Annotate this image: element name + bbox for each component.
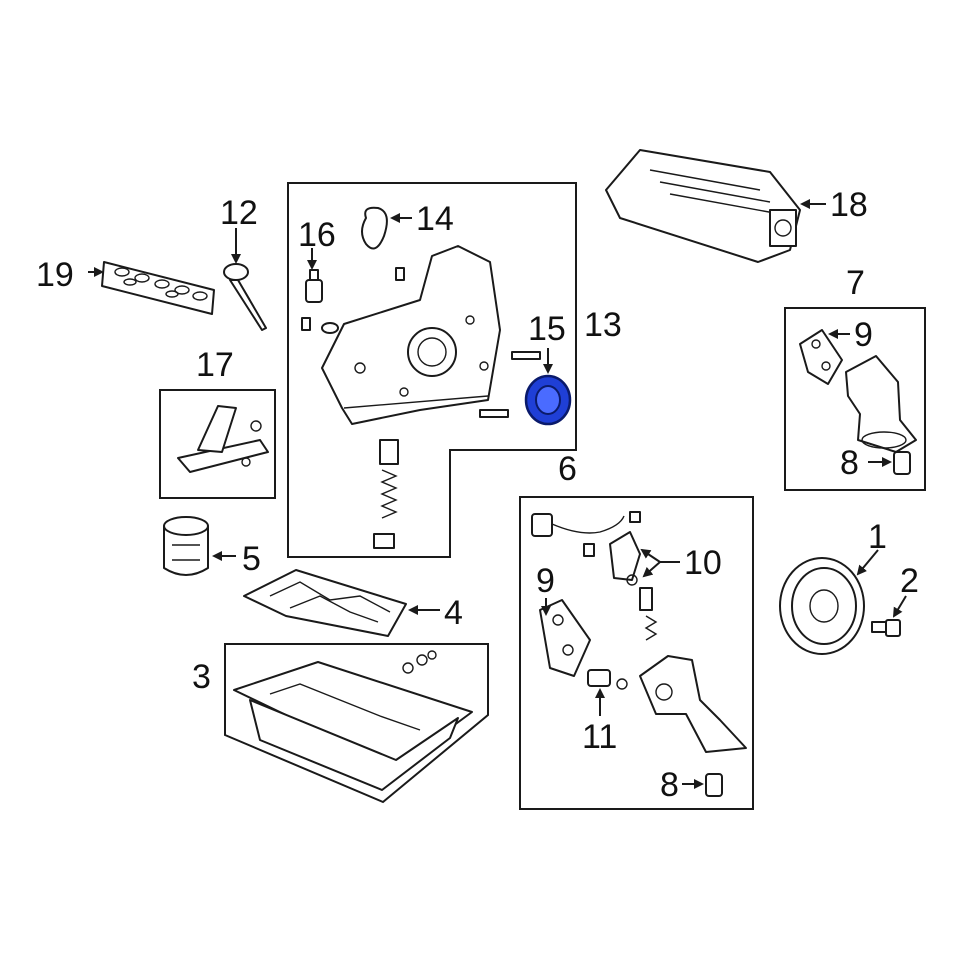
part-18-valve-cover[interactable] (605, 149, 801, 263)
callout-14: 14 (416, 200, 454, 238)
frame-oil-pump-group (287, 182, 577, 558)
part-13-pins (301, 267, 541, 418)
callout-16: 16 (298, 216, 336, 254)
callout-3: 3 (192, 658, 211, 696)
frame-6-group (519, 496, 754, 810)
callout-8a: 8 (840, 444, 859, 482)
callout-18: 18 (830, 186, 868, 224)
part-10-solenoid[interactable] (609, 531, 641, 586)
part-5-oil-filter[interactable] (163, 516, 209, 576)
part-4-baffle[interactable] (243, 569, 407, 637)
callout-11: 11 (582, 718, 617, 756)
part-7-oil-cooler-housing[interactable] (845, 355, 917, 453)
part-13-relief-valve (373, 439, 399, 549)
part-1-crank-pulley[interactable] (779, 557, 865, 655)
part-14-o-ring[interactable] (361, 206, 388, 250)
callout-6: 6 (558, 450, 577, 488)
part-9-gasket-upper[interactable] (799, 329, 843, 385)
part-16-sensor[interactable] (305, 269, 323, 303)
frame-oil-pan-group (224, 643, 489, 804)
callout-8b: 8 (660, 766, 679, 804)
callout-4: 4 (444, 594, 463, 632)
frame-17-group (159, 389, 276, 499)
part-17-bracket[interactable] (177, 405, 269, 473)
part-9-gasket-lower[interactable] (539, 599, 591, 677)
callout-1: 1 (868, 518, 887, 556)
callout-19: 19 (36, 256, 74, 294)
callout-17: 17 (196, 346, 234, 384)
part-6-harness[interactable] (531, 511, 641, 557)
callout-5: 5 (242, 540, 261, 578)
part-15-seal-highlighted[interactable] (524, 374, 572, 426)
part-19-gasket[interactable] (101, 261, 215, 315)
part-13-oil-pump-housing[interactable] (321, 245, 501, 425)
part-11-sensor[interactable] (587, 669, 628, 690)
part-2-bolt[interactable] (871, 619, 901, 637)
part-8-plug-upper[interactable] (893, 451, 911, 475)
frame-7-group (784, 307, 926, 491)
callout-2: 2 (900, 562, 919, 600)
callout-15: 15 (528, 310, 566, 348)
part-3-oil-pan[interactable] (233, 650, 473, 791)
part-8-plug-lower[interactable] (705, 773, 723, 797)
callout-9a: 9 (854, 316, 873, 354)
callout-10: 10 (684, 544, 722, 582)
part-12-dipstick[interactable] (223, 263, 267, 331)
part-6-oil-filter-housing[interactable] (639, 655, 747, 753)
callout-7: 7 (846, 264, 865, 302)
part-6-valve-spool (639, 587, 658, 641)
callout-12: 12 (220, 194, 258, 232)
callout-9b: 9 (536, 562, 555, 600)
callout-13: 13 (584, 306, 622, 344)
